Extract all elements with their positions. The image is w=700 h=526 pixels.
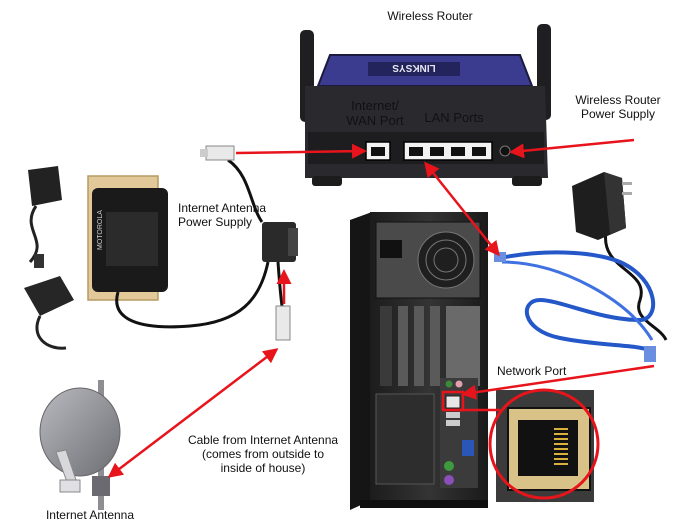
vga-port	[462, 440, 474, 456]
network-port-highlight	[441, 390, 465, 412]
power-socket	[380, 240, 402, 258]
blue-cable-plug	[644, 346, 656, 362]
callout-arrows	[107, 138, 655, 478]
lan-ports-label: LAN Ports	[424, 110, 484, 125]
arrow-to-network-port	[461, 364, 655, 400]
antenna-power-supply-label: Internet Antenna Power Supply	[178, 201, 267, 229]
small-adapter-top	[28, 166, 62, 206]
arrow-power-to-router	[509, 138, 635, 159]
lan-port-socket	[409, 147, 423, 156]
tower-side	[350, 212, 372, 510]
cable-description-label: Cable from Internet Antenna (comes from …	[187, 433, 339, 475]
blue-network-cable-image	[494, 250, 656, 362]
wan-port-socket	[371, 147, 385, 156]
zoom-port-pins	[554, 428, 568, 465]
router-brand-logo: LINKSYS	[392, 62, 436, 73]
network-port-label: Network Port	[497, 364, 567, 378]
rj45-plug	[205, 145, 235, 161]
audio-port	[445, 380, 453, 388]
io-panel	[440, 378, 478, 488]
alternate-power-adapters-image	[24, 166, 74, 350]
expansion-slot	[446, 306, 480, 386]
rear-vent	[375, 393, 435, 485]
rj45-plug-lower	[275, 305, 291, 341]
router-power-supply-image	[572, 172, 668, 341]
wireless-router-label: Wireless Router	[387, 9, 473, 23]
adapter-label-area	[106, 212, 158, 266]
poe-injector-side	[288, 228, 298, 256]
usb-port	[446, 420, 460, 426]
router-foot	[512, 176, 542, 186]
lan-port-socket	[472, 147, 486, 156]
antenna-lnb	[59, 479, 81, 493]
ps2-port-green	[444, 461, 454, 471]
ps2-port-purple	[444, 475, 454, 485]
tower-base	[360, 500, 488, 508]
router-logo-plate	[368, 62, 460, 76]
blue-cable-loop	[501, 260, 654, 341]
audio-port	[455, 380, 463, 388]
zoom-port-socket	[518, 420, 578, 476]
arrow-cable-to-antenna	[107, 348, 279, 478]
antenna-power-supply-image: MOTOROLA	[87, 145, 298, 341]
internet-antenna-label: Internet Antenna	[45, 508, 135, 522]
lan-ports	[403, 141, 493, 161]
expansion-slot	[380, 306, 392, 386]
adapter-cord	[115, 261, 270, 329]
expansion-slot	[414, 306, 424, 386]
usb-port	[446, 412, 460, 418]
arrow-lan-to-cable	[424, 161, 500, 257]
arrow-to-wan-port	[235, 143, 367, 159]
ethernet-cord-to-router	[227, 158, 264, 223]
wireless-router-image: LINKSYS	[300, 24, 551, 186]
zoom-highlight-circle	[488, 388, 600, 500]
expansion-slot	[430, 306, 440, 386]
router-foot	[312, 176, 342, 186]
router-power-cord	[604, 231, 668, 341]
router-power-jack	[499, 145, 511, 157]
blue-cable-plug	[494, 252, 506, 262]
router-power-adapter-side	[604, 172, 626, 234]
lan-port-socket	[451, 147, 465, 156]
pc-tower-image	[350, 212, 488, 510]
small-adapter-cord-2	[35, 315, 67, 350]
antenna-dish	[39, 387, 121, 477]
network-port-zoom-image	[488, 388, 600, 502]
lan-port-socket	[430, 147, 444, 156]
small-adapter-cord	[28, 205, 39, 264]
adapter-prong	[622, 192, 632, 195]
wan-port-label: Internet/ WAN Port	[346, 98, 404, 128]
router-power-supply-label: Wireless Router Power Supply	[575, 93, 661, 121]
rj45-plug-tip	[200, 149, 208, 157]
internet-antenna-image	[39, 380, 121, 510]
poe-injector	[262, 222, 296, 262]
adapter-prong	[622, 182, 632, 185]
expansion-slot	[398, 306, 408, 386]
small-adapter-plug	[34, 254, 44, 268]
small-adapter-bottom	[24, 276, 74, 316]
adapter-brand-logo: MOTOROLA	[97, 210, 104, 250]
network-port	[445, 395, 461, 409]
antenna-mount	[92, 476, 110, 496]
blue-cable	[499, 250, 655, 352]
